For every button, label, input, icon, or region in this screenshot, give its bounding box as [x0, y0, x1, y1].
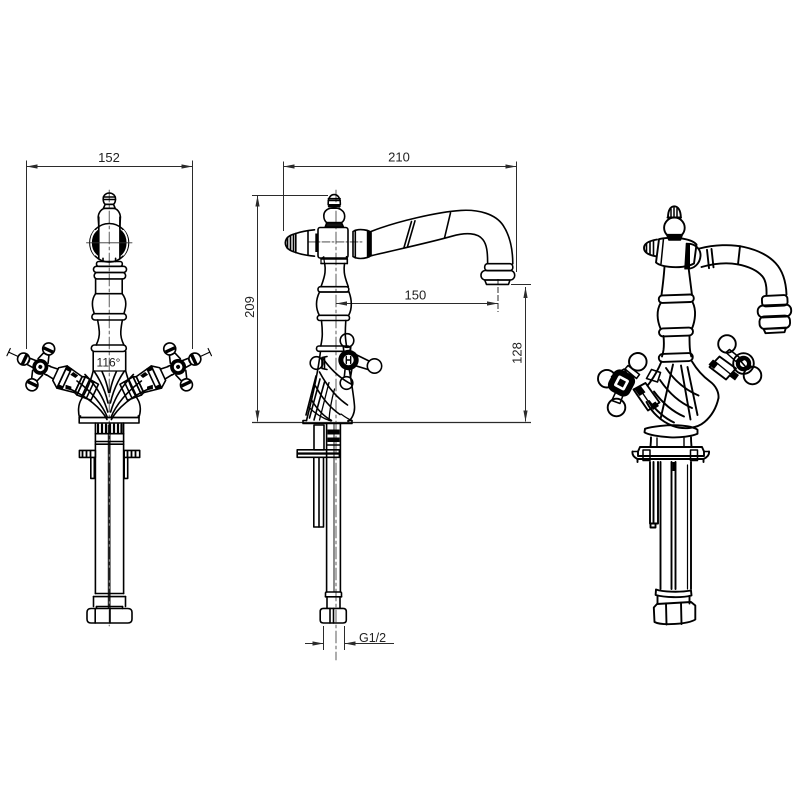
svg-text:116°: 116°	[97, 356, 121, 370]
svg-text:152: 152	[98, 150, 120, 165]
svg-text:150: 150	[405, 288, 427, 303]
svg-text:G1/2: G1/2	[359, 631, 386, 645]
svg-text:128: 128	[510, 342, 525, 364]
svg-text:210: 210	[388, 150, 410, 165]
svg-text:209: 209	[242, 296, 257, 318]
